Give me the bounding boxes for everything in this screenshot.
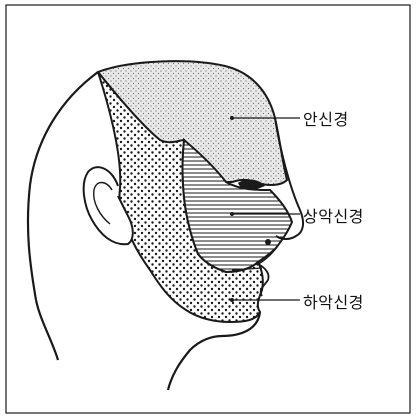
- leader-dot-maxillary: [230, 212, 234, 216]
- nostril: [265, 239, 271, 245]
- chin-neck-outline: [168, 312, 260, 390]
- leader-dot-ophthalmic: [230, 116, 234, 120]
- label-ophthalmic-nerve: 안신경: [303, 106, 349, 130]
- neck-back-outline: [36, 300, 58, 360]
- label-maxillary-nerve: 상악신경: [303, 203, 364, 227]
- leader-dot-mandibular: [230, 298, 234, 302]
- label-mandibular-nerve: 하악신경: [303, 289, 364, 313]
